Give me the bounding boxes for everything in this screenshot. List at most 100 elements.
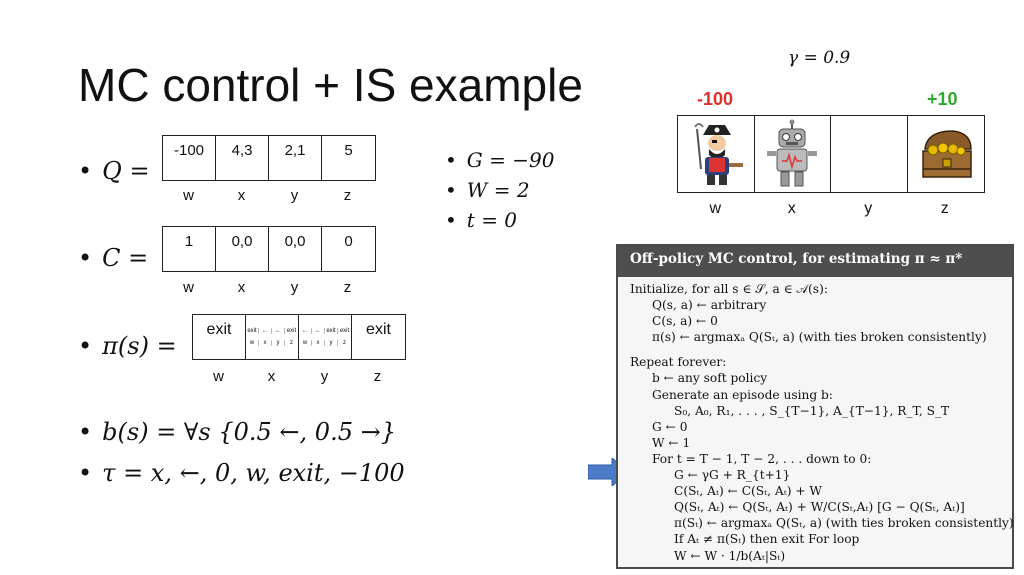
state-label: y	[864, 200, 873, 217]
tau-label-text: τ = x, ←, 0, w, exit, −100	[102, 459, 405, 487]
pi-label-text: π(s) =	[102, 332, 177, 360]
q-cell-z: 5	[344, 142, 353, 159]
pi-cell-x: exit ← ← exit w x y z	[246, 315, 299, 359]
bullet: •	[78, 332, 93, 360]
variable-t: •t = 0	[445, 208, 518, 232]
grid-cell-z	[908, 116, 985, 192]
robot-icon	[767, 119, 818, 187]
c-label: • C =	[78, 244, 148, 272]
tau-label: • τ = x, ←, 0, w, exit, −100	[78, 459, 405, 487]
pi-cell-y: ← ← exit exit w x y z	[299, 315, 352, 359]
q-cell-y: 2,1	[269, 136, 322, 180]
algo-line: Generate an episode using b:	[652, 387, 833, 402]
pi-column-labels: w x y z	[192, 368, 404, 385]
c-cell-y: 0,0	[269, 227, 322, 271]
q-label-text: Q =	[102, 157, 150, 185]
state-label: z	[373, 368, 382, 385]
mini-state: z	[343, 340, 346, 346]
algo-line: G ← 0	[652, 419, 688, 434]
c-column-labels: w x y z	[162, 279, 374, 296]
mini-state: y	[272, 340, 285, 346]
algo-line: b ← any soft policy	[652, 371, 768, 386]
pi-label: • π(s) =	[78, 332, 177, 360]
mini-states: w x y z	[299, 337, 351, 349]
c-table: 1 0,0 0,0 0	[162, 226, 376, 272]
bullet: •	[78, 418, 93, 446]
algo-line: π(Sₜ) ← argmaxₐ Q(Sₜ, a) (with ties brok…	[674, 516, 1014, 531]
b-label: • b(s) = ∀s {0.5 ←, 0.5 →}	[78, 418, 396, 446]
mini-state: x	[259, 340, 272, 346]
mini-action: ←	[299, 328, 312, 334]
state-label: w	[709, 200, 722, 217]
pirate-icon	[693, 123, 743, 185]
q-label: • Q =	[78, 157, 150, 185]
state-label: z	[940, 200, 949, 217]
bullet: •	[78, 459, 93, 487]
pi-cell-w: exit	[193, 315, 246, 359]
mini-action: ←	[272, 328, 285, 334]
state-label: x	[267, 368, 276, 385]
algo-line: If Aₜ ≠ π(Sₜ) then exit For loop	[674, 532, 860, 547]
pi-cell-z: exit	[366, 321, 391, 338]
algorithm-box: Off-policy MC control, for estimating π …	[616, 244, 1014, 569]
state-label: w	[213, 368, 224, 385]
mini-states: w x y z	[246, 337, 298, 349]
q-cell-w: -100	[163, 136, 216, 180]
mini-state: z	[290, 340, 293, 346]
c-label-text: C =	[102, 244, 149, 272]
c-cell-z: 0	[344, 233, 353, 250]
state-label: y	[290, 187, 299, 204]
algo-line: Q(Sₜ, Aₜ) ← Q(Sₜ, Aₜ) + W/C(Sₜ,Aₜ) [G − …	[674, 500, 965, 515]
algo-line: C(Sₜ, Aₜ) ← C(Sₜ, Aₜ) + W	[674, 484, 822, 499]
state-label: w	[183, 187, 194, 204]
mini-action: ←	[259, 328, 272, 334]
algo-spacer	[630, 345, 1000, 354]
mini-actions: ← ← exit exit	[299, 325, 351, 337]
q-cell-x: 4,3	[216, 136, 269, 180]
state-label: z	[343, 187, 352, 204]
grid-state-labels: w x y z	[677, 200, 983, 218]
algo-line: W ← 1	[652, 435, 691, 450]
reward-negative: -100	[697, 89, 734, 109]
algorithm-header: Off-policy MC control, for estimating π …	[618, 246, 1012, 277]
bullet: •	[78, 244, 93, 272]
c-cell-x: 0,0	[216, 227, 269, 271]
variable-g: •G = −90	[445, 148, 555, 172]
q-column-labels: w x y z	[162, 187, 374, 204]
pi-table: exit exit ← ← exit w x y z ← ← exit exit…	[192, 314, 406, 360]
state-label: x	[787, 200, 796, 217]
bullet: •	[78, 157, 93, 185]
c-cell-w: 1	[163, 227, 216, 271]
state-label: x	[237, 279, 246, 296]
mini-state: w	[246, 340, 259, 346]
algo-line: Q(s, a) ← arbitrary	[652, 298, 767, 313]
algo-line: For t = T − 1, T − 2, . . . down to 0:	[652, 451, 872, 466]
algo-line: π(s) ← argmaxₐ Q(Sₜ, a) (with ties broke…	[652, 330, 987, 345]
grid-cell-x	[755, 116, 831, 192]
variable-w: •W = 2	[445, 178, 530, 202]
episode-variables: •G = −90 •W = 2 •t = 0	[445, 145, 554, 235]
treasure-chest-icon	[922, 130, 972, 178]
algo-line: W ← W · 1/b(Aₜ|Sₜ)	[674, 548, 786, 563]
algo-line: G ← γG + R_{t+1}	[674, 468, 791, 483]
algorithm-body: Initialize, for all s ∈ 𝒮, a ∈ 𝒜(s): Q(s…	[618, 277, 1014, 568]
reward-positive: +10	[927, 89, 958, 109]
grid-cell-y	[831, 116, 908, 192]
algo-line: Initialize, for all s ∈ 𝒮, a ∈ 𝒜(s):	[630, 282, 828, 296]
b-label-text: b(s) = ∀s {0.5 ←, 0.5 →}	[102, 418, 396, 446]
q-table: -100 4,3 2,1 5	[162, 135, 376, 181]
mini-action: exit	[339, 328, 350, 334]
mini-state: x	[312, 340, 325, 346]
state-label: z	[343, 279, 352, 296]
mini-state: w	[299, 340, 312, 346]
mini-action: ←	[312, 328, 325, 334]
mini-actions: exit ← ← exit	[246, 325, 298, 337]
state-label: y	[290, 279, 299, 296]
state-label: x	[237, 187, 246, 204]
slide-title: MC control + IS example	[78, 59, 583, 111]
algo-line: C(s, a) ← 0	[652, 314, 718, 329]
algo-line: Repeat forever:	[630, 355, 727, 370]
state-label: y	[320, 368, 329, 385]
mini-state: y	[325, 340, 338, 346]
algo-line: S₀, A₀, R₁, . . . , S_{T−1}, A_{T−1}, R_…	[674, 403, 950, 418]
